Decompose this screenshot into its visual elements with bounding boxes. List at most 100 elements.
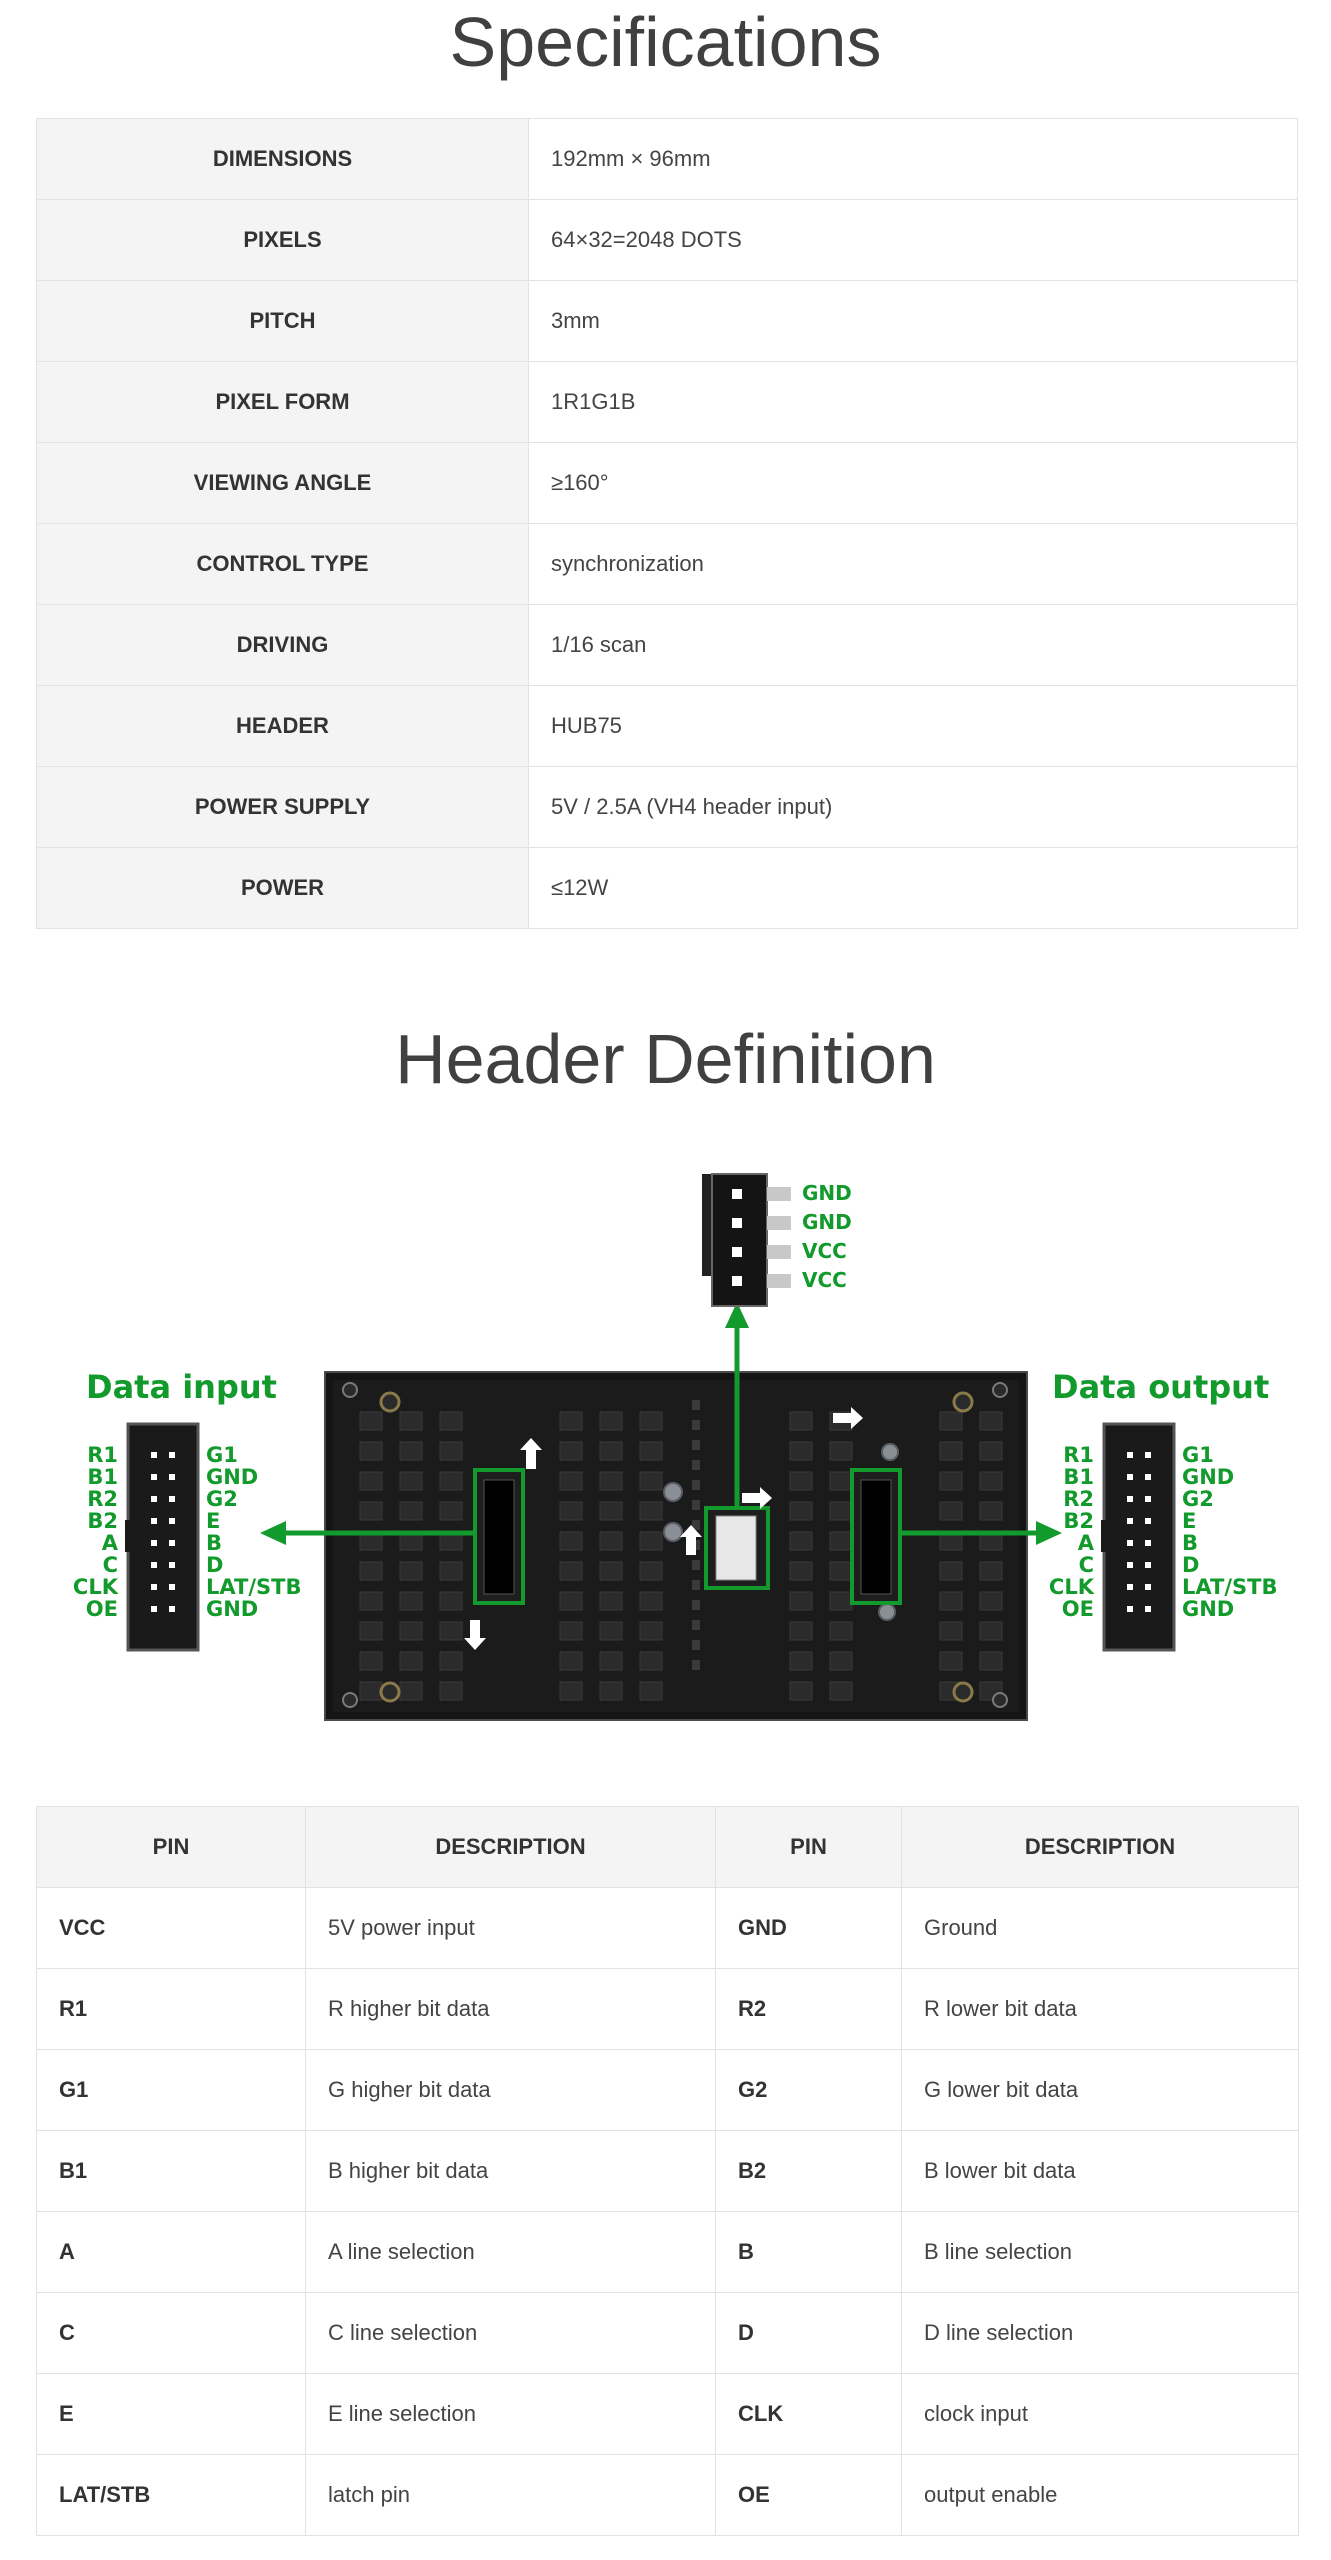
- description-column-header: DESCRIPTION: [901, 1806, 1299, 1888]
- board-chip: [599, 1681, 623, 1701]
- header-pin: [1127, 1540, 1133, 1546]
- spec-key: DIMENSIONS: [36, 118, 529, 200]
- data-output-arrow: [900, 1521, 1062, 1545]
- pin-name: G1: [36, 2049, 306, 2131]
- data-input-label: Data input: [86, 1368, 277, 1406]
- board-component: [692, 1500, 700, 1510]
- board-chip: [359, 1471, 383, 1491]
- input-pin-label: B2: [87, 1509, 118, 1533]
- pin-description: latch pin: [305, 2454, 716, 2536]
- pin-description: output enable: [901, 2454, 1299, 2536]
- board-chip: [829, 1651, 853, 1671]
- board-chip: [979, 1621, 1003, 1641]
- board-chip: [399, 1651, 423, 1671]
- input-pin-label: GND: [206, 1597, 258, 1621]
- board-chip: [789, 1411, 813, 1431]
- spec-value: 3mm: [528, 280, 1298, 362]
- board-chip: [979, 1441, 1003, 1461]
- board-chip: [979, 1471, 1003, 1491]
- header-pin: [151, 1606, 157, 1612]
- board-chip: [399, 1471, 423, 1491]
- board-chip: [399, 1621, 423, 1641]
- input-pin-label: GND: [206, 1465, 258, 1489]
- header-definition-title: Header Definition: [395, 1020, 936, 1098]
- board-chip: [439, 1621, 463, 1641]
- board-chip: [639, 1471, 663, 1491]
- board-chip: [599, 1471, 623, 1491]
- header-pin: [1127, 1518, 1133, 1524]
- board-chip: [439, 1471, 463, 1491]
- board-chip: [979, 1561, 1003, 1581]
- output-pin-label: B: [1182, 1531, 1198, 1555]
- board-chip: [559, 1441, 583, 1461]
- pin-column-header: PIN: [36, 1806, 306, 1888]
- header-pin: [169, 1562, 175, 1568]
- board-component: [692, 1480, 700, 1490]
- header-pin: [151, 1562, 157, 1568]
- header-pin: [169, 1474, 175, 1480]
- spec-value: 5V / 2.5A (VH4 header input): [528, 766, 1298, 848]
- pin-description: B line selection: [901, 2211, 1299, 2293]
- board-chip: [789, 1501, 813, 1521]
- board-chip: [599, 1561, 623, 1581]
- board-chip: [599, 1621, 623, 1641]
- board-chip: [789, 1471, 813, 1491]
- output-pin-label: D: [1182, 1553, 1199, 1577]
- output-pin-label: R1: [1063, 1443, 1094, 1467]
- power-pin-label: GND: [802, 1181, 852, 1205]
- pin-description: B higher bit data: [305, 2130, 716, 2212]
- output-pin-label: OE: [1062, 1597, 1094, 1621]
- led-panel-board: [324, 1371, 1028, 1721]
- header-pin: [169, 1606, 175, 1612]
- pin-description: A line selection: [305, 2211, 716, 2293]
- board-chip: [939, 1591, 963, 1611]
- board-chip: [789, 1651, 813, 1671]
- board-chip: [939, 1651, 963, 1671]
- board-chip: [439, 1501, 463, 1521]
- board-chip: [639, 1561, 663, 1581]
- specifications-title: Specifications: [449, 3, 882, 81]
- board-component: [692, 1520, 700, 1530]
- board-component: [692, 1600, 700, 1610]
- board-chip: [639, 1591, 663, 1611]
- board-chip: [439, 1591, 463, 1611]
- board-chip: [639, 1651, 663, 1671]
- board-chip: [559, 1651, 583, 1671]
- input-pin-label: A: [102, 1531, 119, 1555]
- board-chip: [599, 1501, 623, 1521]
- board-chip: [829, 1471, 853, 1491]
- input-pin-label: R1: [87, 1443, 118, 1467]
- header-diagram: GND GND VCC VCC Data input R1B1R2B2ACCLK…: [73, 1173, 1277, 1721]
- pin-description: C line selection: [305, 2292, 716, 2374]
- spec-key: CONTROL TYPE: [36, 523, 529, 605]
- output-pin-label: GND: [1182, 1597, 1234, 1621]
- pin-name: R2: [715, 1968, 902, 2050]
- header-pin: [151, 1452, 157, 1458]
- pin-description: clock input: [901, 2373, 1299, 2455]
- header-pin: [169, 1452, 175, 1458]
- board-chip: [399, 1591, 423, 1611]
- spec-value: 64×32=2048 DOTS: [528, 199, 1298, 281]
- board-chip: [439, 1651, 463, 1671]
- board-chip: [599, 1441, 623, 1461]
- board-chip: [559, 1561, 583, 1581]
- board-chip: [559, 1591, 583, 1611]
- header-pin: [1127, 1452, 1133, 1458]
- input-pin-label: OE: [86, 1597, 118, 1621]
- data-input-arrow: [260, 1521, 475, 1545]
- board-chip: [439, 1411, 463, 1431]
- header-pin: [1127, 1606, 1133, 1612]
- board-chip: [829, 1501, 853, 1521]
